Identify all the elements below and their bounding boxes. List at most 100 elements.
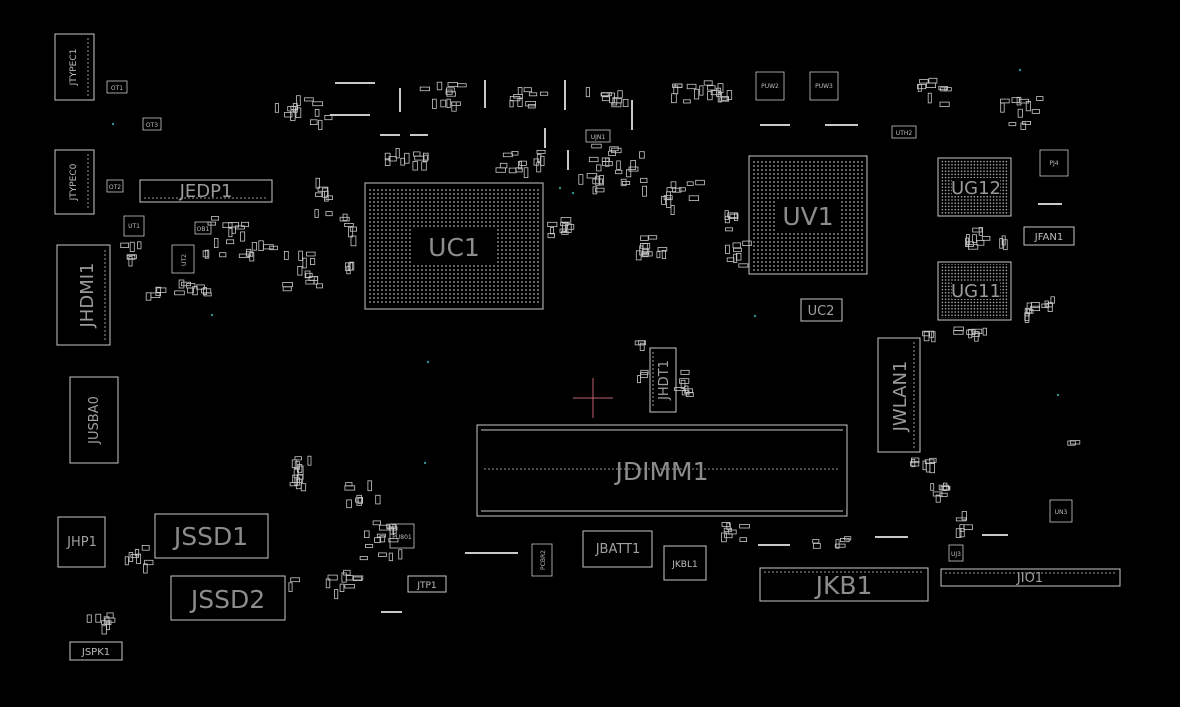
connector-jwlan1[interactable]: JWLAN1 (877, 337, 921, 453)
component-pad (666, 197, 672, 208)
component-pad (959, 524, 965, 532)
chip-ot2[interactable]: OT2 (106, 179, 124, 193)
component-pad (938, 86, 948, 91)
component-pad (670, 181, 677, 189)
component-pad (961, 511, 967, 521)
component-pad (835, 539, 840, 549)
component-pad (305, 279, 315, 285)
connector-jhdt1[interactable]: JHDT1 (649, 347, 677, 413)
connector-jdimm1[interactable]: JDIMM1 (476, 424, 848, 517)
chip-uc1-label: UC1 (428, 233, 480, 262)
component-pad (605, 157, 610, 167)
chip-ug12[interactable]: UG12 (937, 157, 1012, 217)
component-pad (719, 97, 729, 102)
component-pad (345, 262, 351, 271)
chip-ot1[interactable]: OT1 (106, 80, 128, 94)
chip-pu801[interactable]: PU801 (389, 523, 415, 549)
connector-jtp1[interactable]: JTP1 (407, 575, 447, 593)
component-pad (685, 388, 693, 394)
component-pad (120, 242, 129, 249)
chip-ob1[interactable]: OB1 (194, 221, 212, 235)
connector-jwlan1-label: JWLAN1 (890, 361, 911, 433)
component-pad (511, 150, 519, 156)
chip-pcbr2[interactable]: PCBR2 (531, 543, 553, 577)
component-pad (601, 96, 611, 102)
chip-ot3[interactable]: OT3 (142, 117, 162, 131)
component-pad (1022, 121, 1032, 125)
component-pad (436, 81, 443, 91)
chip-ut1[interactable]: UT1 (123, 215, 145, 237)
component-pad (296, 95, 301, 106)
chip-ut2-label: UT2 (181, 254, 188, 266)
connector-jkb1[interactable]: JKB1 (759, 567, 929, 602)
chip-pj4[interactable]: PJ4 (1039, 149, 1069, 177)
connector-jssd1[interactable]: JSSD1 (154, 513, 269, 559)
connector-jkbl1[interactable]: JKBL1 (663, 545, 707, 581)
component-pad (726, 257, 735, 262)
component-pad (325, 211, 333, 217)
component-pad (726, 522, 731, 530)
chip-uv1[interactable]: UV1 (748, 155, 868, 275)
connector-jtypec1[interactable]: JTYPEC1 (54, 33, 95, 101)
component-pad (290, 577, 300, 583)
component-pad (616, 160, 621, 170)
connector-jio1[interactable]: JIO1 (940, 568, 1121, 587)
component-pad (309, 119, 318, 126)
component-pad (302, 257, 307, 269)
connector-jhdmi1[interactable]: JHDMI1 (56, 244, 111, 346)
component-pad (251, 241, 257, 251)
component-pad (939, 87, 947, 92)
chip-puw2[interactable]: PUW2 (755, 71, 785, 101)
connector-jhp1[interactable]: JHP1 (57, 516, 106, 568)
connector-jssd1-label: JSSD1 (172, 522, 248, 551)
component-pad (982, 327, 987, 336)
component-pad (306, 251, 316, 257)
component-pad (939, 492, 948, 497)
component-pad (283, 250, 289, 260)
component-pad (562, 223, 566, 233)
connector-jusba0[interactable]: JUSBA0 (69, 376, 119, 464)
chip-uth2[interactable]: UTH2 (891, 125, 917, 139)
component-pad (129, 241, 135, 252)
component-pad (717, 91, 722, 103)
chip-uc2[interactable]: UC2 (800, 298, 843, 322)
component-pad (523, 167, 529, 178)
component-pad (963, 524, 973, 530)
component-pad (540, 91, 549, 96)
connector-jspk1[interactable]: JSPK1 (69, 641, 123, 661)
component-pad (628, 166, 639, 172)
connector-jssd2[interactable]: JSSD2 (170, 575, 286, 621)
component-pad (388, 538, 399, 543)
component-pad (155, 286, 161, 297)
connector-jedp1[interactable]: JEDP1 (139, 179, 273, 203)
chip-puw3[interactable]: PUW3 (809, 71, 839, 101)
component-pad (419, 86, 431, 92)
via (571, 191, 575, 195)
component-pad (724, 210, 729, 220)
component-pad (298, 250, 303, 261)
component-pad (725, 244, 730, 254)
chip-ujn1[interactable]: UJN1 (585, 129, 611, 143)
connector-jtypec0[interactable]: JTYPEC0 (54, 149, 95, 215)
chip-ug11[interactable]: UG11 (937, 261, 1012, 321)
connector-jbatt1[interactable]: JBATT1 (582, 530, 653, 568)
component-pad (834, 543, 846, 548)
chip-ot2-label: OT2 (109, 184, 121, 191)
chip-un3[interactable]: UN3 (1049, 499, 1073, 523)
component-pad (196, 284, 205, 290)
component-pad (451, 101, 457, 112)
component-pad (101, 620, 112, 626)
chip-ut2[interactable]: UT2 (171, 244, 195, 274)
component-pad (128, 256, 133, 267)
component-pad (930, 483, 935, 491)
component-pad (1020, 122, 1027, 130)
component-pad (813, 543, 821, 549)
component-pad (609, 146, 619, 152)
component-pad (735, 252, 742, 261)
chip-uc1[interactable]: UC1 (364, 182, 544, 310)
connector-jfan1[interactable]: JFAN1 (1023, 226, 1075, 246)
component-pad (400, 157, 406, 166)
chip-uj3[interactable]: UJ3 (948, 544, 964, 562)
component-pad (972, 234, 977, 243)
component-pad (106, 621, 110, 631)
